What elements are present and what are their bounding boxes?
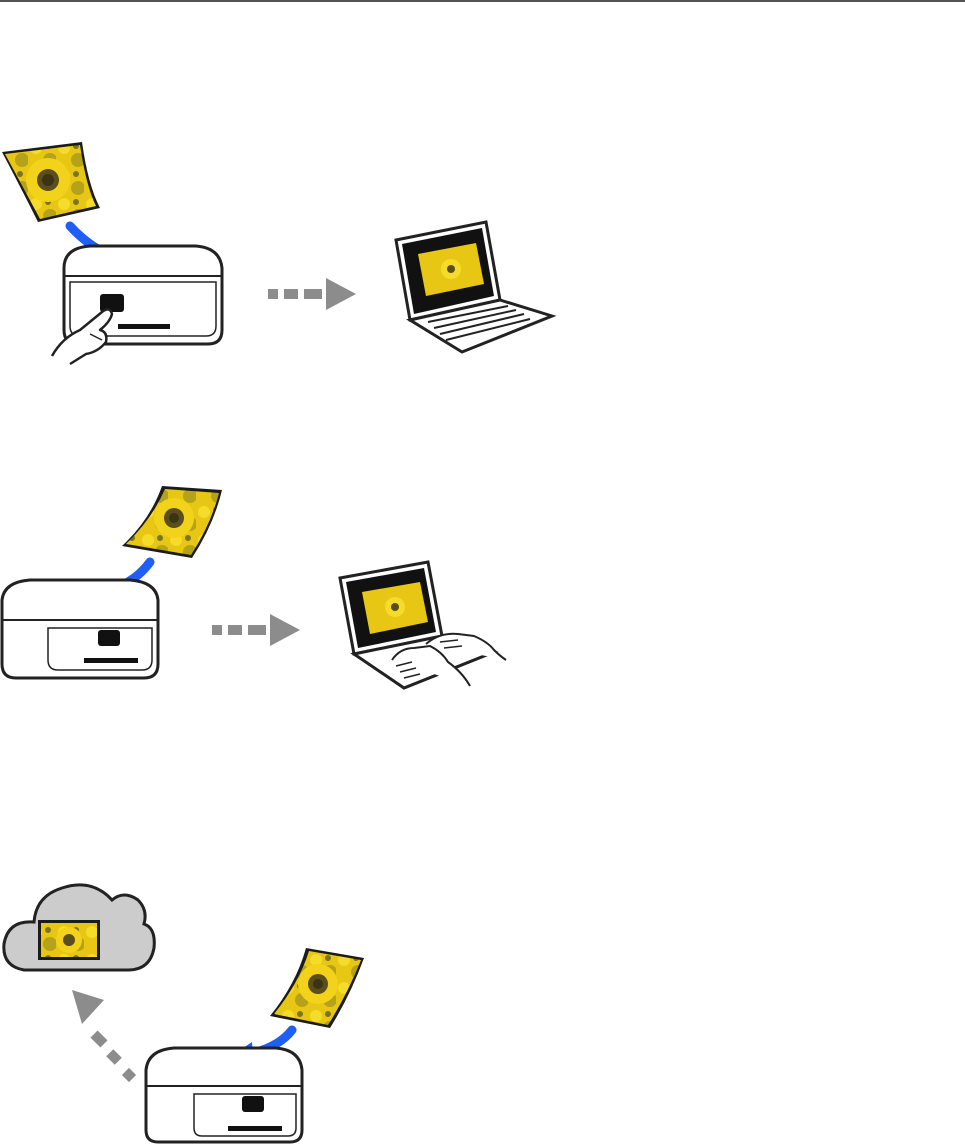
laptop-icon (396, 222, 552, 352)
scanner-icon (146, 1048, 302, 1142)
cloud-icon (4, 885, 154, 970)
transfer-arrow-icon (212, 614, 300, 646)
scan-from-computer-illustration (0, 480, 560, 700)
photo-icon (2, 142, 100, 222)
top-divider (0, 0, 965, 2)
laptop-icon (340, 562, 494, 688)
upload-arrow-icon (72, 990, 136, 1082)
scan-to-cloud-illustration (0, 870, 400, 1146)
scan-to-computer-illustration (0, 140, 600, 380)
photo-icon (38, 920, 100, 960)
photo-icon (270, 948, 364, 1028)
photo-icon (122, 486, 222, 558)
transfer-arrow-icon (268, 278, 356, 310)
scanner-icon (2, 580, 158, 678)
